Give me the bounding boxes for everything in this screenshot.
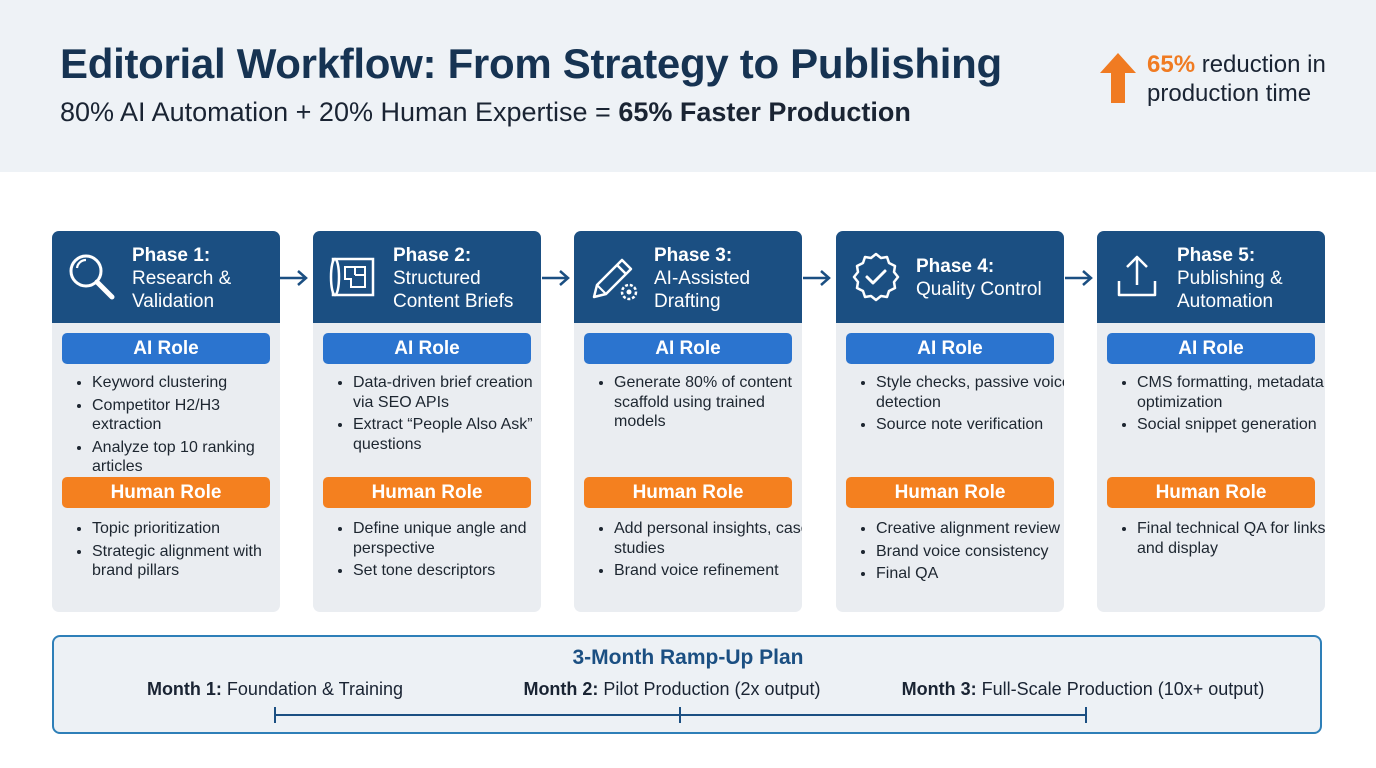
list-item: Final QA [876, 564, 1064, 584]
list-item: Set tone descriptors [353, 561, 541, 581]
ai-role-list: Keyword clustering Competitor H2/H3 extr… [74, 373, 280, 480]
phase-number: Phase 1: [132, 244, 211, 266]
list-item: Creative alignment review [876, 519, 1064, 539]
phase-number: Phase 2: [393, 244, 472, 266]
month-text: Foundation & Training [221, 679, 404, 699]
phase-title: Phase 5: Publishing & Automation [1177, 243, 1323, 313]
list-item: Generate 80% of content scaffold using t… [614, 373, 802, 432]
human-role-label: Human Role [846, 477, 1054, 508]
flow-arrow-icon [280, 270, 308, 286]
timeline [274, 707, 1087, 723]
human-role-list: Creative alignment review Brand voice co… [858, 519, 1064, 587]
ai-role-label: AI Role [584, 333, 792, 364]
phase-number: Phase 5: [1177, 244, 1256, 266]
phase-name: Quality Control [916, 279, 1042, 300]
phase-name: AI-Assisted Drafting [654, 267, 751, 312]
phase-header: Phase 1: Research & Validation [52, 231, 280, 323]
page-title: Editorial Workflow: From Strategy to Pub… [60, 40, 1002, 87]
ai-role-label: AI Role [1107, 333, 1315, 364]
upload-icon [1117, 255, 1157, 297]
ai-role-label: AI Role [846, 333, 1054, 364]
stat-value: 65% [1147, 51, 1196, 78]
ai-role-list: Generate 80% of content scaffold using t… [596, 373, 802, 435]
month-label: Month 2: [523, 679, 599, 699]
ramp-up-panel [52, 635, 1322, 734]
month-label: Month 1: [146, 679, 222, 699]
subtitle-lead: 80% AI Automation + 20% Human Expertise … [60, 97, 619, 127]
phase-header: Phase 2: Structured Content Briefs [313, 231, 541, 323]
phase-name: Structured Content Briefs [393, 267, 514, 312]
arrow-up-icon [1100, 53, 1136, 103]
list-item: Social snippet generation [1137, 415, 1325, 435]
list-item: Source note verification [876, 415, 1064, 435]
human-role-list: Add personal insights, case studies Bran… [596, 519, 802, 584]
month-1-label: Month 1: Foundation & Training [147, 679, 403, 700]
human-role-label: Human Role [1107, 477, 1315, 508]
phase-header: Phase 4: Quality Control [836, 231, 1064, 323]
human-role-label: Human Role [62, 477, 270, 508]
ai-role-list: CMS formatting, metadata optimization So… [1119, 373, 1325, 438]
phase-number: Phase 3: [654, 244, 733, 266]
list-item: Analyze top 10 ranking articles [92, 438, 280, 477]
list-item: Keyword clustering [92, 373, 280, 393]
list-item: Add personal insights, case studies [614, 519, 802, 558]
phase-card-2: Phase 2: Structured Content Briefs AI Ro… [313, 231, 541, 612]
phase-header: Phase 3: AI-Assisted Drafting [574, 231, 802, 323]
phase-title: Phase 3: AI-Assisted Drafting [654, 243, 800, 313]
month-text: Full-Scale Production (10x+ output) [976, 679, 1265, 699]
phase-title: Phase 1: Research & Validation [132, 243, 278, 313]
flow-arrow-icon [803, 270, 831, 286]
pencil-gear-icon [592, 258, 638, 301]
flow-arrow-icon [542, 270, 570, 286]
ai-role-list: Data-driven brief creation via SEO APIs … [335, 373, 541, 457]
list-item: Define unique angle and perspective [353, 519, 541, 558]
list-item: CMS formatting, metadata optimization [1137, 373, 1325, 412]
phase-title: Phase 4: Quality Control [916, 243, 1062, 313]
ai-role-label: AI Role [323, 333, 531, 364]
human-role-list: Topic prioritization Strategic alignment… [74, 519, 280, 584]
list-item: Style checks, passive voice detection [876, 373, 1064, 412]
phase-title: Phase 2: Structured Content Briefs [393, 243, 539, 313]
list-item: Topic prioritization [92, 519, 280, 539]
phase-card-3: Phase 3: AI-Assisted Drafting AI Role Ge… [574, 231, 802, 612]
check-badge-icon [852, 252, 900, 302]
month-text: Pilot Production (2x output) [598, 679, 821, 699]
month-3-label: Month 3: Full-Scale Production (10x+ out… [902, 679, 1265, 700]
flow-arrow-icon [1065, 270, 1093, 286]
list-item: Extract “People Also Ask” questions [353, 415, 541, 454]
ai-role-label: AI Role [62, 333, 270, 364]
human-role-label: Human Role [323, 477, 531, 508]
month-2-label: Month 2: Pilot Production (2x output) [523, 679, 820, 700]
ramp-up-title: 3-Month Ramp-Up Plan [572, 646, 804, 669]
magnifier-icon [69, 254, 115, 300]
phase-name: Research & Validation [132, 267, 232, 312]
list-item: Brand voice refinement [614, 561, 802, 581]
list-item: Competitor H2/H3 extraction [92, 396, 280, 435]
list-item: Final technical QA for links and display [1137, 519, 1325, 558]
header-band [0, 0, 1376, 172]
human-role-list: Final technical QA for links and display [1119, 519, 1325, 561]
phase-header: Phase 5: Publishing & Automation [1097, 231, 1325, 323]
month-label: Month 3: [901, 679, 977, 699]
stat-label: reduction in production time [1147, 51, 1326, 107]
ai-role-list: Style checks, passive voice detection So… [858, 373, 1064, 438]
list-item: Data-driven brief creation via SEO APIs [353, 373, 541, 412]
phase-name: Publishing & Automation [1177, 267, 1283, 312]
phase-card-1: Phase 1: Research & Validation AI Role K… [52, 231, 280, 612]
stat-text: 65% reduction in production time [1147, 50, 1357, 108]
phase-card-4: Phase 4: Quality Control AI Role Style c… [836, 231, 1064, 612]
subtitle-emphasis: 65% Faster Production [618, 97, 911, 127]
human-role-label: Human Role [584, 477, 792, 508]
list-item: Brand voice consistency [876, 542, 1064, 562]
human-role-list: Define unique angle and perspective Set … [335, 519, 541, 584]
phase-number: Phase 4: [916, 256, 995, 277]
phase-card-5: Phase 5: Publishing & Automation AI Role… [1097, 231, 1325, 612]
page-subtitle: 80% AI Automation + 20% Human Expertise … [60, 97, 911, 128]
list-item: Strategic alignment with brand pillars [92, 542, 280, 581]
blueprint-icon [329, 257, 375, 297]
